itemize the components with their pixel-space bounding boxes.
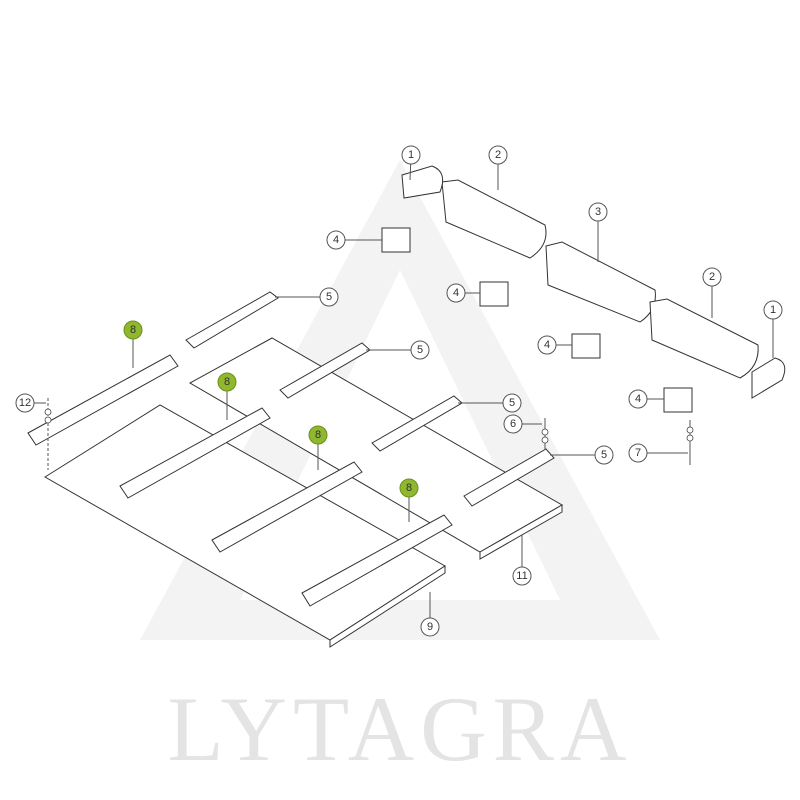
brackets-4: [381, 227, 693, 413]
callout-label: 8: [315, 429, 321, 441]
callout-circle: [488, 145, 508, 165]
skid-shoes: [441, 179, 759, 379]
callout-circle: [763, 300, 783, 320]
callout-4[interactable]: 4: [628, 389, 664, 409]
callout-2[interactable]: 2: [488, 145, 508, 190]
callout-circle: [503, 414, 523, 434]
callout-8[interactable]: 8: [308, 425, 328, 470]
callout-8[interactable]: 8: [399, 478, 419, 522]
callout-circle: [326, 230, 346, 250]
callout-circle: [15, 393, 35, 413]
end-caps-1: [401, 165, 786, 399]
callout-label: 4: [635, 393, 641, 405]
callout-circle: [702, 267, 722, 287]
callout-circle: [420, 617, 440, 637]
callout-7[interactable]: 7: [628, 443, 688, 463]
callout-circle: [410, 340, 430, 360]
callout-label: 1: [408, 149, 414, 161]
callout-circle: [446, 283, 466, 303]
callout-circle: [594, 445, 614, 465]
callout-3[interactable]: 3: [588, 202, 608, 262]
callout-2[interactable]: 2: [702, 267, 722, 318]
callout-8[interactable]: 8: [217, 372, 237, 420]
callout-5[interactable]: 5: [366, 340, 430, 360]
callout-8[interactable]: 8: [123, 320, 143, 368]
callout-circle: [319, 287, 339, 307]
callout-4[interactable]: 4: [446, 283, 480, 303]
bars-5: [185, 291, 555, 507]
callout-circle: [502, 393, 522, 413]
callout-circle: [217, 372, 237, 392]
callout-label: 4: [453, 287, 459, 299]
callout-label: 2: [495, 149, 501, 161]
callout-label: 5: [326, 291, 332, 303]
callout-5[interactable]: 5: [275, 287, 339, 307]
callout-label: 5: [417, 344, 423, 356]
callout-label: 8: [224, 376, 230, 388]
callout-label: 5: [601, 449, 607, 461]
bars-8: [27, 354, 453, 607]
callout-1[interactable]: 1: [401, 145, 421, 181]
callout-label: 5: [509, 397, 515, 409]
watermark-text: LYTAGRA: [168, 678, 633, 780]
bolts: [44, 398, 694, 470]
callout-9[interactable]: 9: [420, 592, 440, 637]
callout-label: 9: [427, 621, 433, 633]
callout-label: 11: [516, 570, 527, 582]
callout-circle: [308, 425, 328, 445]
callout-1[interactable]: 1: [763, 300, 783, 358]
callout-label: 4: [544, 339, 550, 351]
callout-label: 12: [19, 397, 31, 409]
callout-4[interactable]: 4: [326, 230, 382, 250]
callout-6[interactable]: 6: [503, 414, 542, 434]
callout-circle: [123, 320, 143, 340]
callout-4[interactable]: 4: [537, 335, 572, 355]
callout-label: 3: [595, 206, 601, 218]
callout-circle: [401, 145, 421, 165]
callout-12[interactable]: 12: [15, 393, 46, 413]
callout-label: 4: [333, 234, 339, 246]
callout-5[interactable]: 5: [550, 445, 614, 465]
callout-circle: [399, 478, 419, 498]
leader-line: [409, 163, 412, 181]
callout-label: 7: [635, 447, 641, 459]
callout-circle: [628, 389, 648, 409]
callout-label: 1: [770, 304, 776, 316]
callout-circle: [512, 566, 532, 586]
callout-label: 2: [709, 271, 715, 283]
callout-5[interactable]: 5: [458, 393, 522, 413]
callout-label: 8: [406, 482, 412, 494]
callout-circle: [588, 202, 608, 222]
callout-circle: [537, 335, 557, 355]
callout-11[interactable]: 11: [512, 535, 532, 586]
callout-label: 6: [510, 418, 516, 430]
callout-circle: [628, 443, 648, 463]
callout-label: 8: [130, 324, 136, 336]
